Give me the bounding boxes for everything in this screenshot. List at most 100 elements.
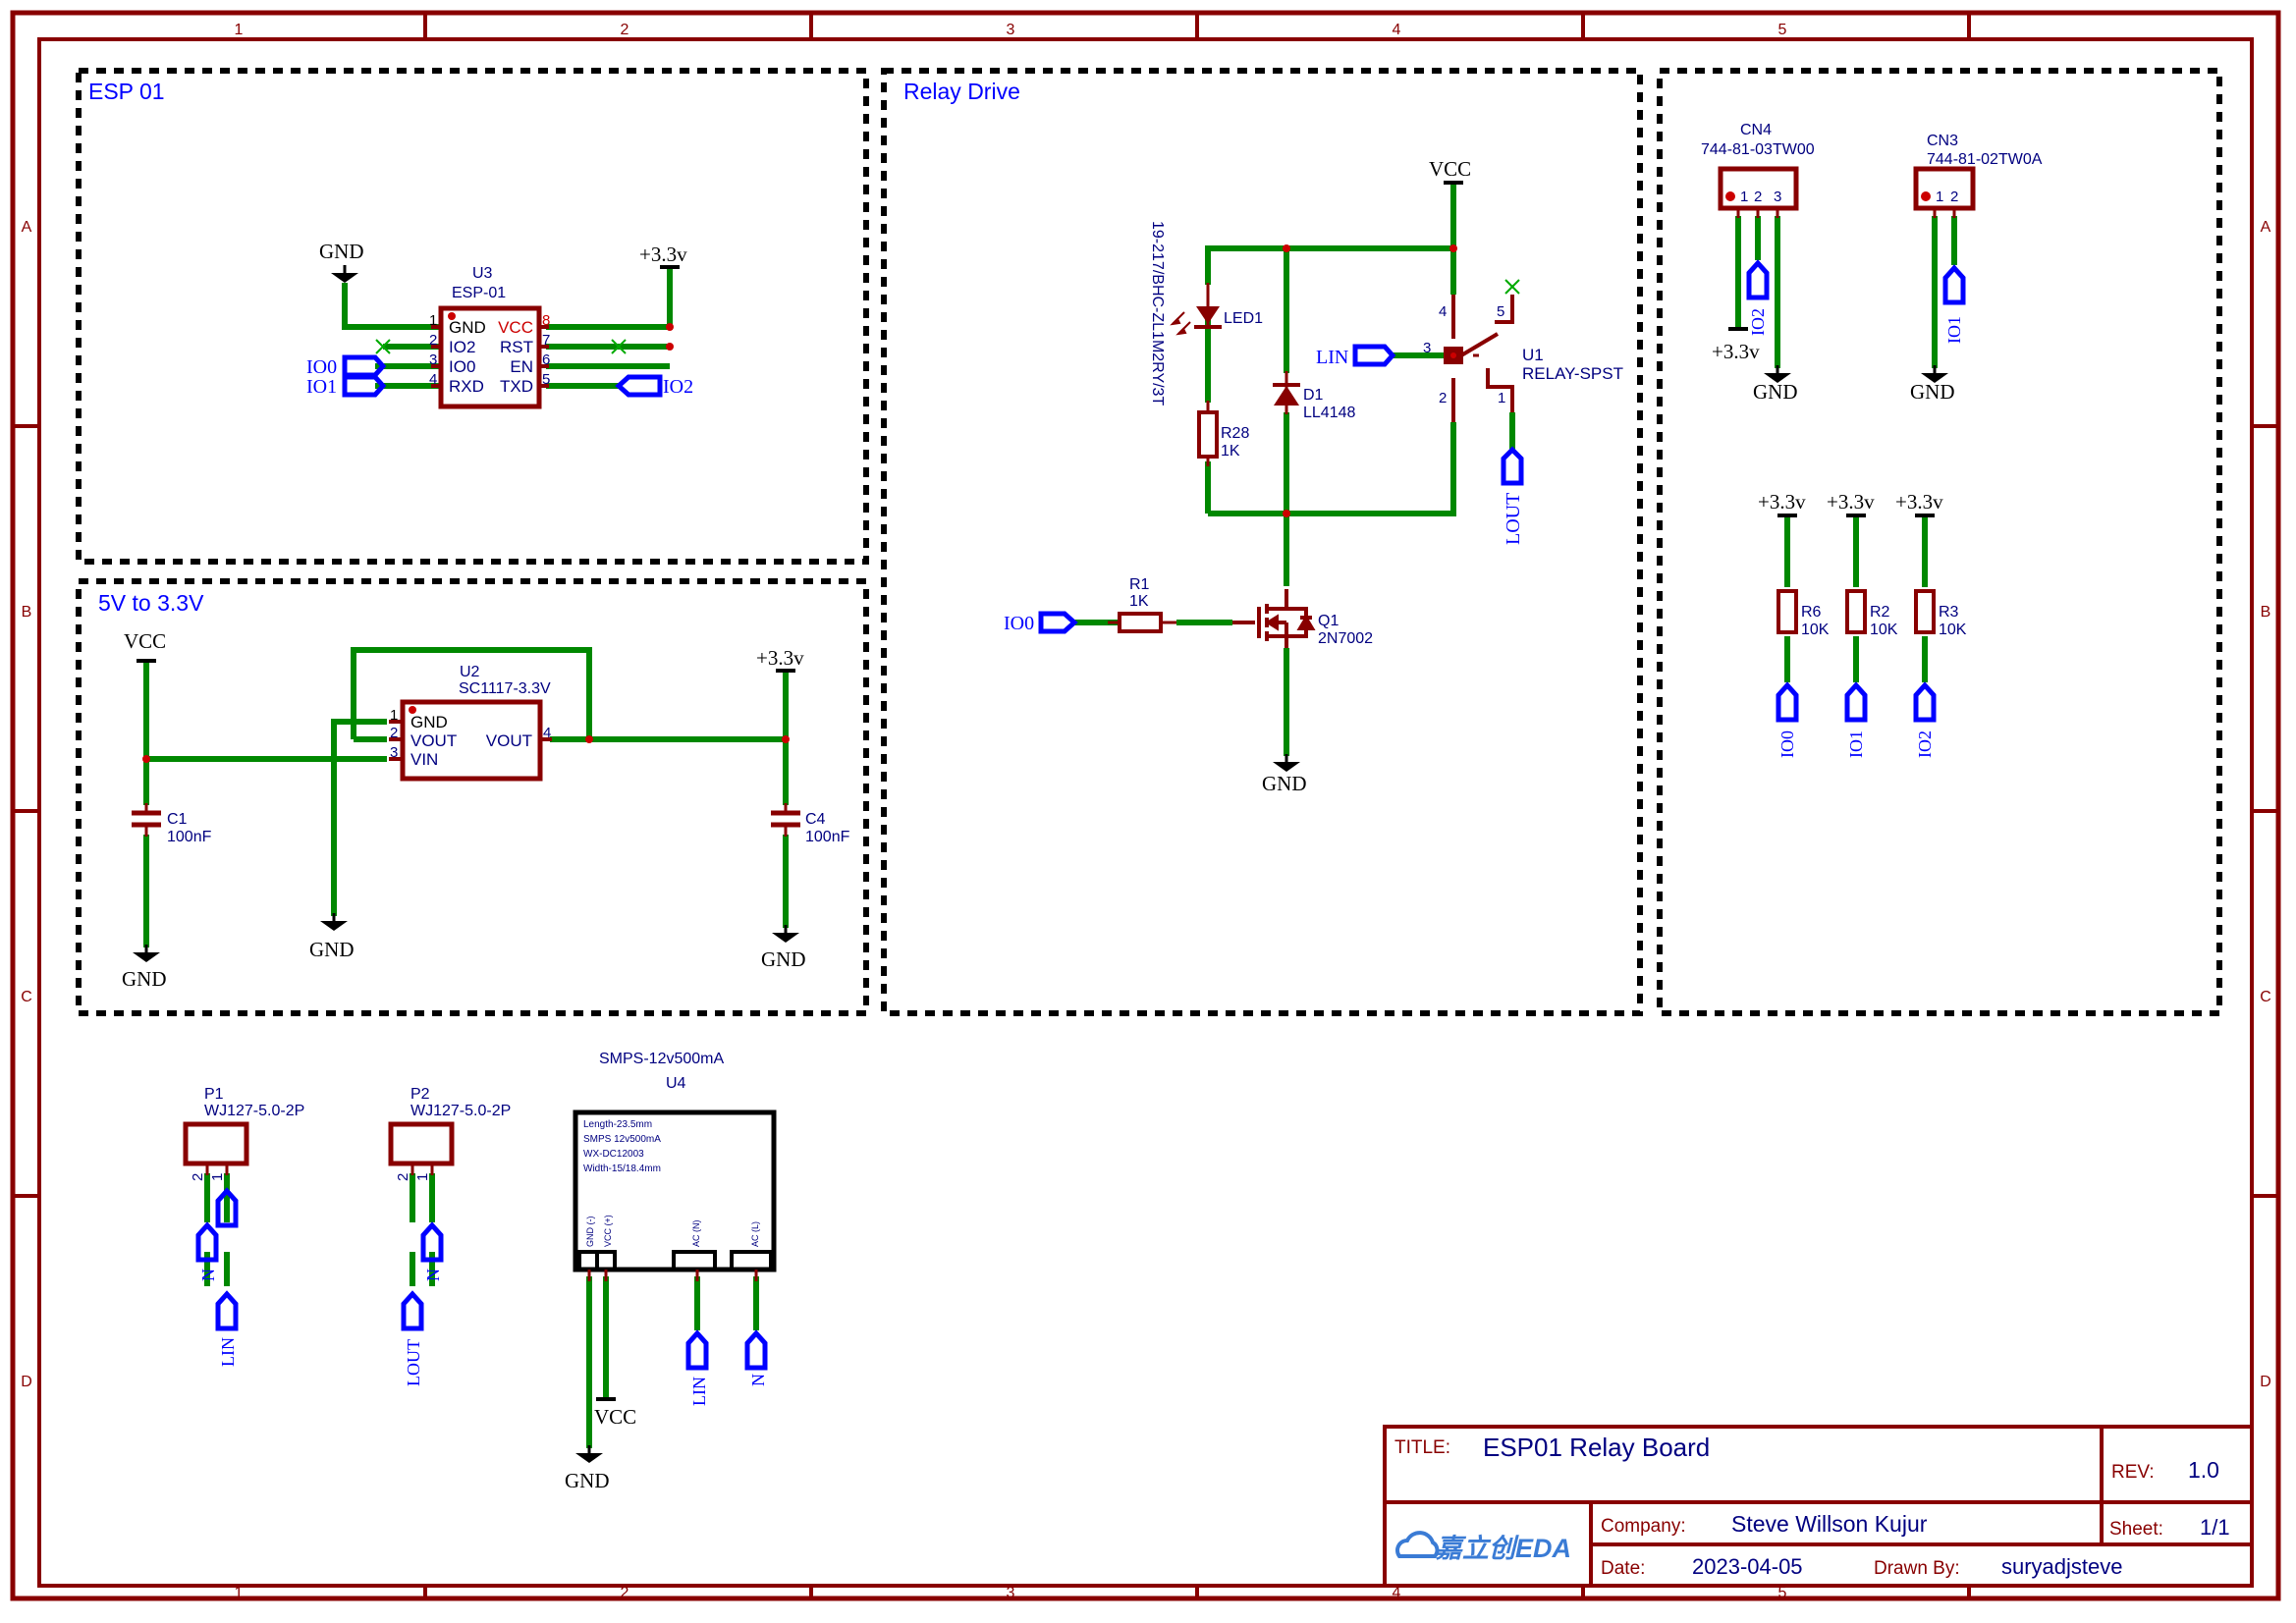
u2-pin-num: 1 [390,707,398,724]
r28-value: 1K [1221,443,1240,460]
u2-pin-num: 3 [390,744,398,761]
gnd-symbol [574,1443,605,1465]
u3-pin-num: 6 [542,352,550,368]
net-3v3-reg: +3.3v [756,646,804,670]
u1-pin-num: 2 [1439,390,1447,406]
p1-terminal: 2 1 P1 WJ127-5.0-2P [183,1086,304,1181]
u3-pin-en: EN [510,357,533,376]
net-3v3-esp: +3.3v [639,243,687,266]
net-flag-n-p1b [215,1187,239,1228]
junction-dot [782,735,790,743]
row-label-left-b: B [22,604,32,621]
u1-relay [1444,295,1514,422]
row-label-left-a: A [22,219,32,236]
p1-ref: P1 [204,1086,224,1103]
u3-esp01: U3 ESP-01 GND IO2 IO0 RXD VCC RST EN TXD… [429,265,550,409]
junction-dot [1283,510,1290,517]
u4-title: SMPS-12v500mA [599,1051,724,1067]
u4-smps: SMPS-12v500mA U4 Length-23.5mm SMPS 12v5… [573,1051,777,1281]
rev-label: REV: [2111,1462,2155,1483]
net-flag-lout-relay [1501,446,1524,486]
row-label-left-c: C [21,989,32,1005]
net-gnd-cn4: GND [1753,380,1798,404]
r2-resistor: R2 10K [1845,514,1898,638]
net-flag-lin-relay [1352,344,1396,367]
gnd-symbol [329,263,360,285]
net-gnd-smps: GND [565,1469,610,1492]
r2-value: 10K [1870,622,1898,638]
c1-value: 100nF [167,829,212,845]
r3-value: 10K [1939,622,1967,638]
u2-pin-vout: VOUT [410,731,457,750]
section-box-esp01 [76,68,869,565]
net-3v3-r2: +3.3v [1827,490,1875,514]
col-label-bottom-5: 5 [1778,1585,1787,1601]
cn3-connector: 1 2 CN3 744-81-02TW0A [1913,133,2043,218]
u1-value: RELAY-SPST [1522,364,1623,383]
u2-pin-vin: VIN [410,750,438,769]
u3-pin-rst: RST [500,338,533,356]
net-vcc-smps: VCC [594,1405,636,1429]
cn3-ref: CN3 [1927,133,1958,149]
date-value: 2023-04-05 [1692,1554,1803,1579]
section-title-regulator: 5V to 3.3V [98,590,204,616]
regulator-wires [143,647,789,947]
d1-value: LL4148 [1303,405,1355,421]
cn3-pin-num: 2 [1950,189,1958,205]
r1-resistor: R1 1K [1108,576,1176,633]
eda-logo: 嘉立创EDA [1395,1531,1571,1563]
esp01-nc-marks [375,339,627,354]
u3-pin-io0: IO0 [449,357,475,376]
col-label-top-1: 1 [235,22,244,38]
net-label-io2-cn4: IO2 [1748,308,1768,336]
u4-pin-label: AC (N) [691,1220,701,1248]
net-gnd-reg-c1: GND [122,967,167,991]
net-flag-lin-smps [685,1329,709,1371]
r3-ref: R3 [1939,604,1959,621]
u2-pin-num: 2 [390,725,398,741]
net-vcc-reg: VCC [124,629,166,653]
net-label-io2: IO2 [663,376,693,398]
cn4-connector: 1 2 3 CN4 744-81-03TW00 [1701,122,1815,218]
u4-pin-label: AC (L) [750,1221,760,1247]
section-box-regulator [76,578,869,1016]
title-label: TITLE: [1394,1437,1450,1458]
led1-ref: LED1 [1224,310,1263,327]
col-label-top-4: 4 [1393,22,1401,38]
cn4-pin-num: 1 [1740,189,1748,205]
net-label-lin-smps: LIN [689,1377,709,1406]
led1: LED1 19-217/BHC-ZL1M2RY/3T [1149,221,1263,406]
u1-pin-num: 5 [1497,303,1504,320]
c4-value: 100nF [805,829,850,845]
section-title-relay: Relay Drive [903,79,1020,104]
date-label: Date: [1601,1558,1645,1579]
gnd-symbol [1271,752,1302,774]
r1-value: 1K [1129,593,1149,610]
section-title-esp01: ESP 01 [88,79,165,104]
u3-pin-rxd: RXD [449,377,484,396]
u1-ref: U1 [1522,346,1544,364]
u4-pin-label: VCC (+) [603,1215,613,1247]
net-flag-lout-p2 [401,1290,424,1331]
frame-column-labels: 1 2 3 4 5 1 2 3 4 5 A B C D A B C D [21,22,2271,1601]
u2-pin-gnd: GND [410,713,448,731]
junction-dot [142,755,150,763]
net-flag-io2-cn4 [1746,259,1770,300]
r6-resistor: R6 10K [1777,514,1830,638]
net-label-io2-r3: IO2 [1915,730,1935,758]
q1-mosfet: Q1 2N7002 [1232,589,1373,648]
net-3v3-r3: +3.3v [1895,490,1943,514]
led1-part: 19-217/BHC-ZL1M2RY/3T [1149,221,1166,406]
net-flag-io2-r3 [1913,681,1937,723]
u4-note: Length-23.5mm [583,1119,652,1130]
net-flag-n-p2 [420,1221,444,1263]
section-boxes [76,68,2222,1016]
cloud-icon [1395,1531,1440,1558]
net-label-lout-p2: LOUT [404,1339,423,1386]
net-flag-n-smps [744,1329,768,1371]
net-label-lin-relay: LIN [1316,347,1348,368]
net-vcc-relay: VCC [1429,157,1471,181]
company-label: Company: [1601,1516,1686,1537]
section-box-connectors [1657,68,2222,1016]
c4-capacitor: C4 100nF [771,803,850,845]
